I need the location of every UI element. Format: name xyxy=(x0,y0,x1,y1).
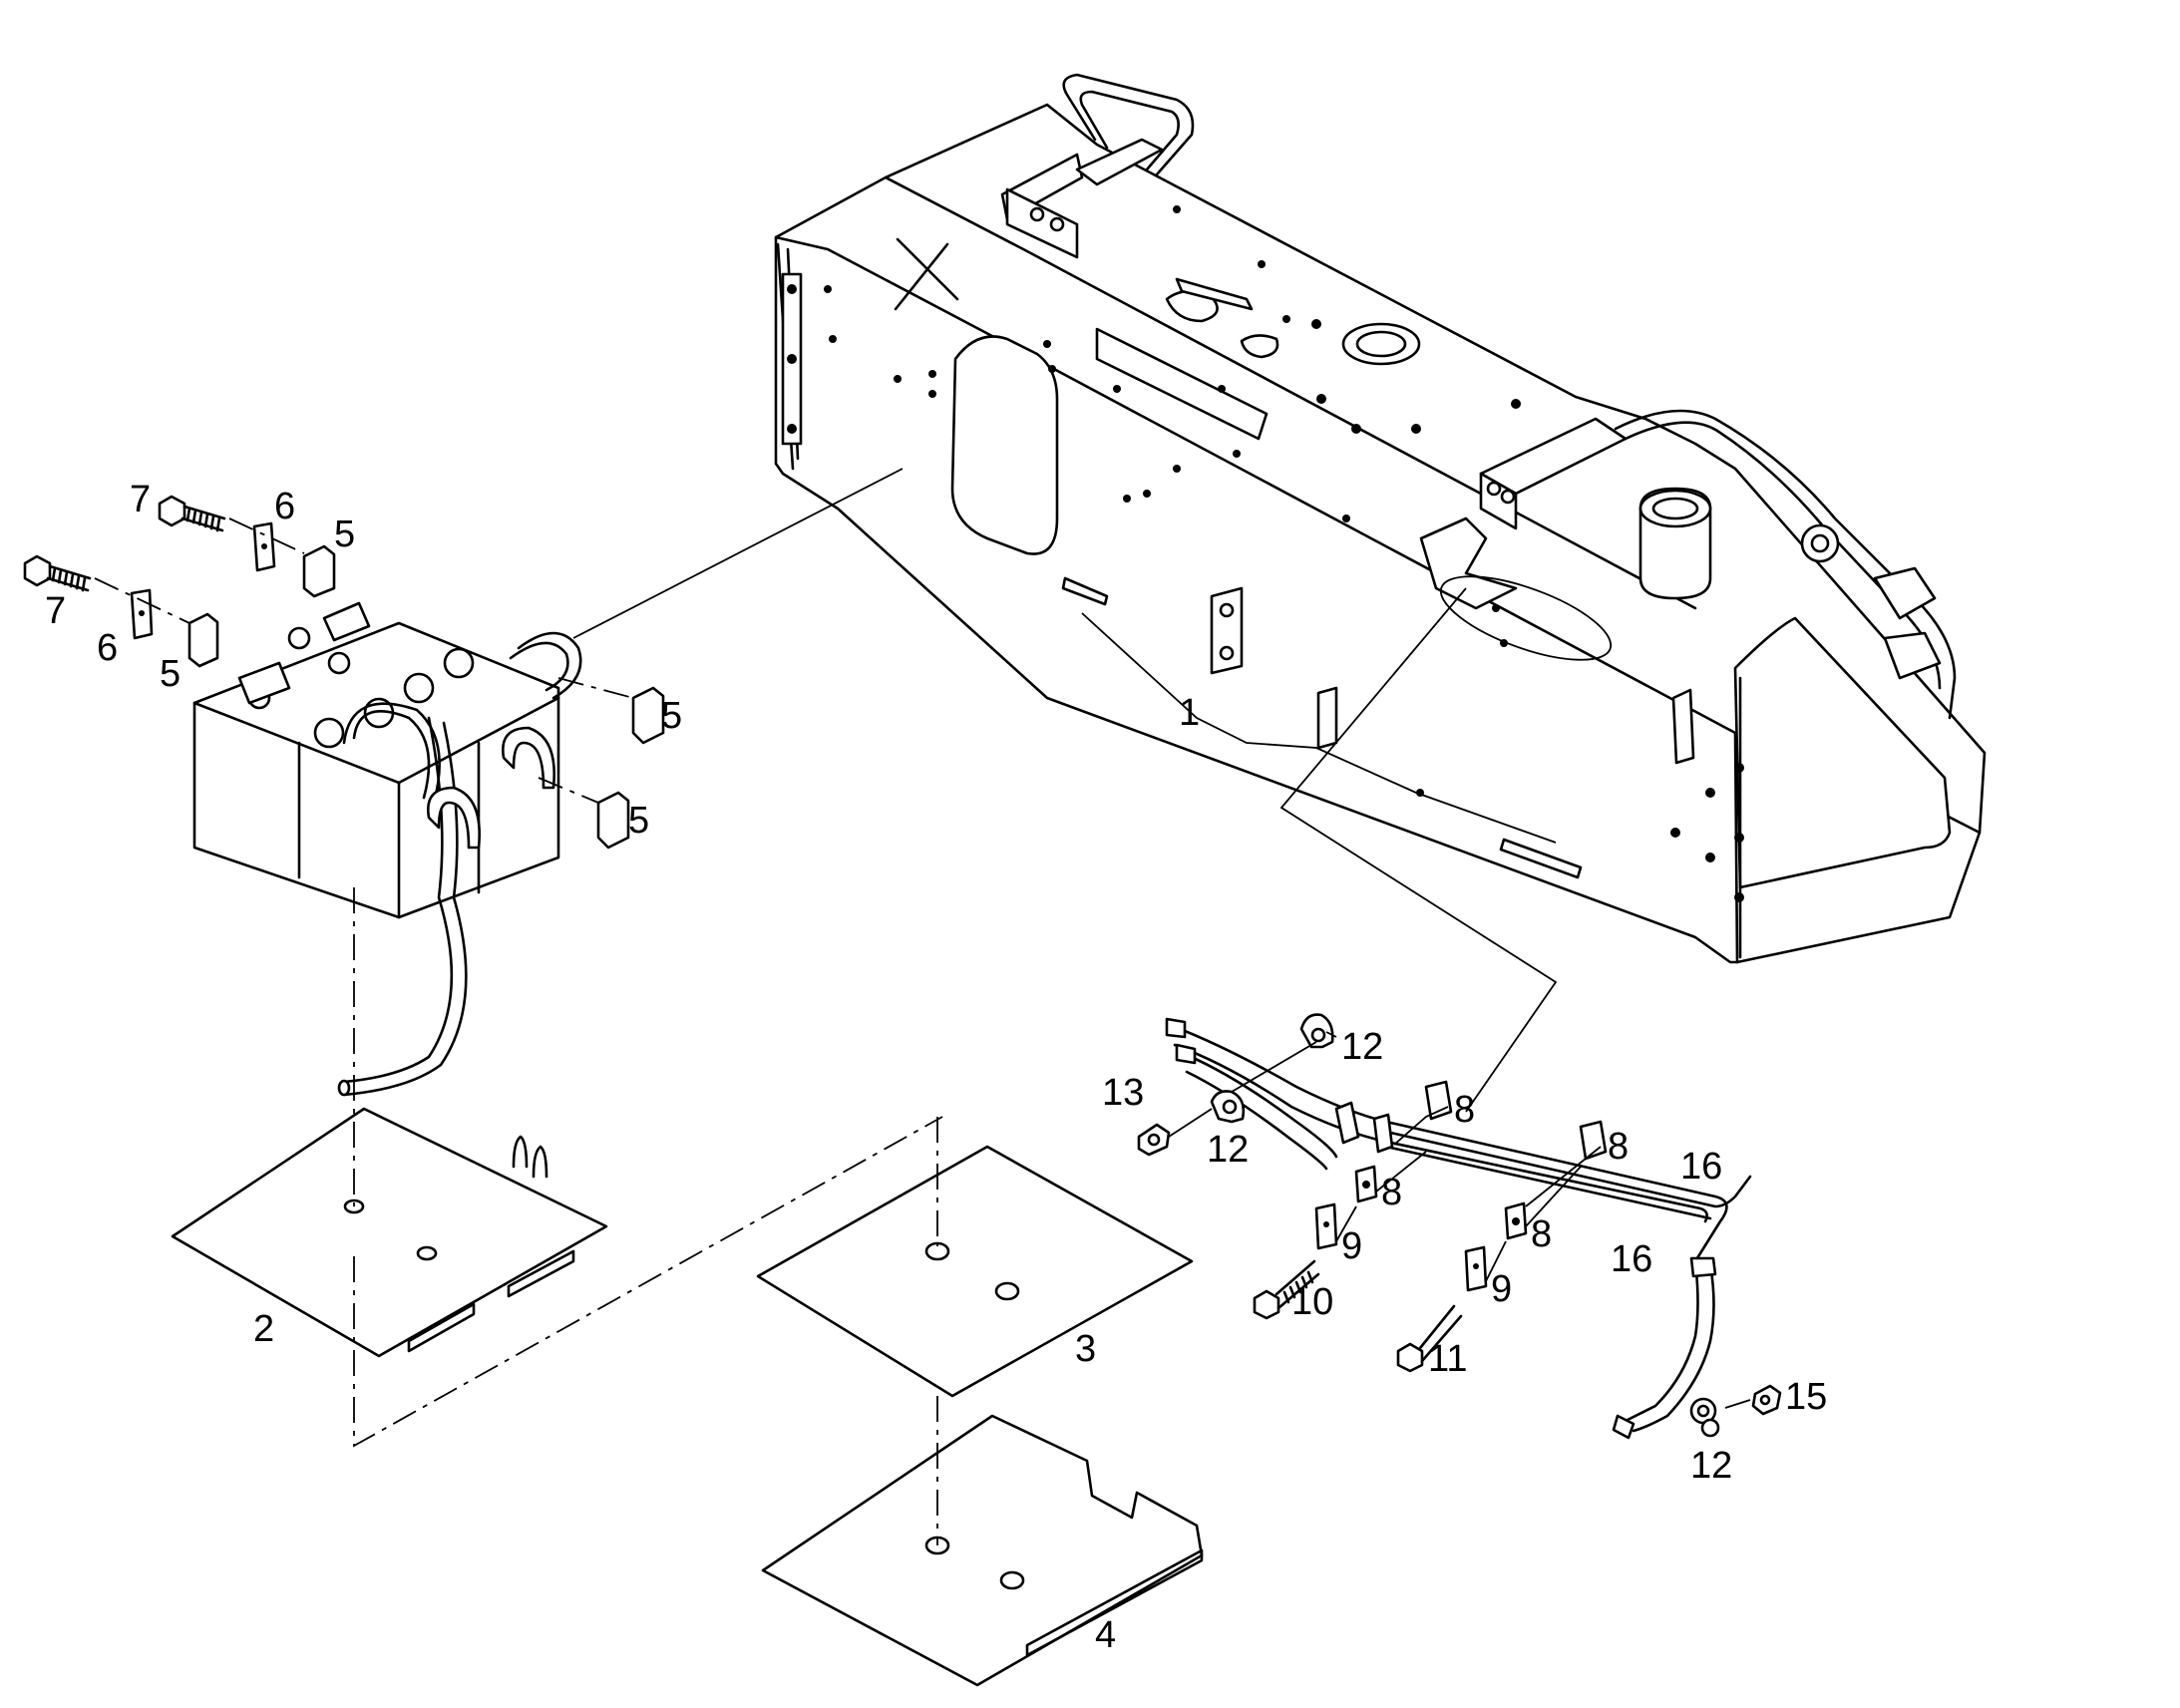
plate-2 xyxy=(171,1107,608,1358)
bolt-7-lower xyxy=(23,554,92,592)
battery-hardware xyxy=(23,495,665,850)
leader-part-1 xyxy=(1081,612,1557,844)
clamp-5-right-lower xyxy=(596,791,630,850)
callout-15: 15 xyxy=(1785,1376,1827,1418)
callout-13: 13 xyxy=(1102,1072,1144,1114)
callout-12c: 12 xyxy=(1690,1445,1732,1487)
callout-12a: 12 xyxy=(1341,1026,1383,1068)
callout-16b: 16 xyxy=(1611,1238,1652,1280)
callout-1: 1 xyxy=(1179,692,1200,734)
callout-8b: 8 xyxy=(1608,1126,1629,1168)
callout-5c: 5 xyxy=(661,695,682,737)
callout-6a: 6 xyxy=(274,486,295,527)
callout-7a: 7 xyxy=(130,479,151,520)
clamp-5-upper xyxy=(302,544,336,598)
clamp-5-lower xyxy=(187,612,219,668)
leader-battery-frame xyxy=(572,468,904,639)
callout-7b: 7 xyxy=(45,590,66,632)
callout-3: 3 xyxy=(1075,1328,1096,1370)
leader-hose-group xyxy=(1279,587,1558,1113)
callout-8c: 8 xyxy=(1381,1172,1402,1213)
callout-12b: 12 xyxy=(1207,1129,1249,1171)
callout-2: 2 xyxy=(253,1308,274,1350)
callout-5d: 5 xyxy=(628,800,649,842)
callout-8d: 8 xyxy=(1531,1213,1552,1255)
bolt-7-upper xyxy=(158,495,226,532)
plate-4 xyxy=(761,1414,1204,1687)
callout-9a: 9 xyxy=(1341,1225,1362,1267)
callout-5b: 5 xyxy=(160,653,181,695)
callout-10: 10 xyxy=(1291,1281,1333,1323)
callout-4: 4 xyxy=(1095,1614,1116,1656)
callout-8a: 8 xyxy=(1454,1089,1475,1131)
callout-6b: 6 xyxy=(97,627,118,669)
plate-3 xyxy=(756,1145,1194,1398)
callout-9b: 9 xyxy=(1491,1268,1512,1310)
callout-5a: 5 xyxy=(334,513,355,555)
hose-group xyxy=(1165,1017,1752,1440)
frame-holes xyxy=(824,205,1521,522)
battery-assembly xyxy=(192,601,582,1097)
assembly-line-left xyxy=(353,887,943,1448)
callout-16a: 16 xyxy=(1680,1146,1722,1188)
main-frame xyxy=(774,73,1987,964)
callout-labels: 1 2 3 4 5 5 5 5 6 6 7 7 8 8 8 8 9 9 10 1… xyxy=(45,479,1827,1656)
callout-11: 11 xyxy=(1428,1338,1467,1380)
hose-hardware xyxy=(1137,1013,1782,1438)
clamp-5-right-upper xyxy=(631,686,665,745)
